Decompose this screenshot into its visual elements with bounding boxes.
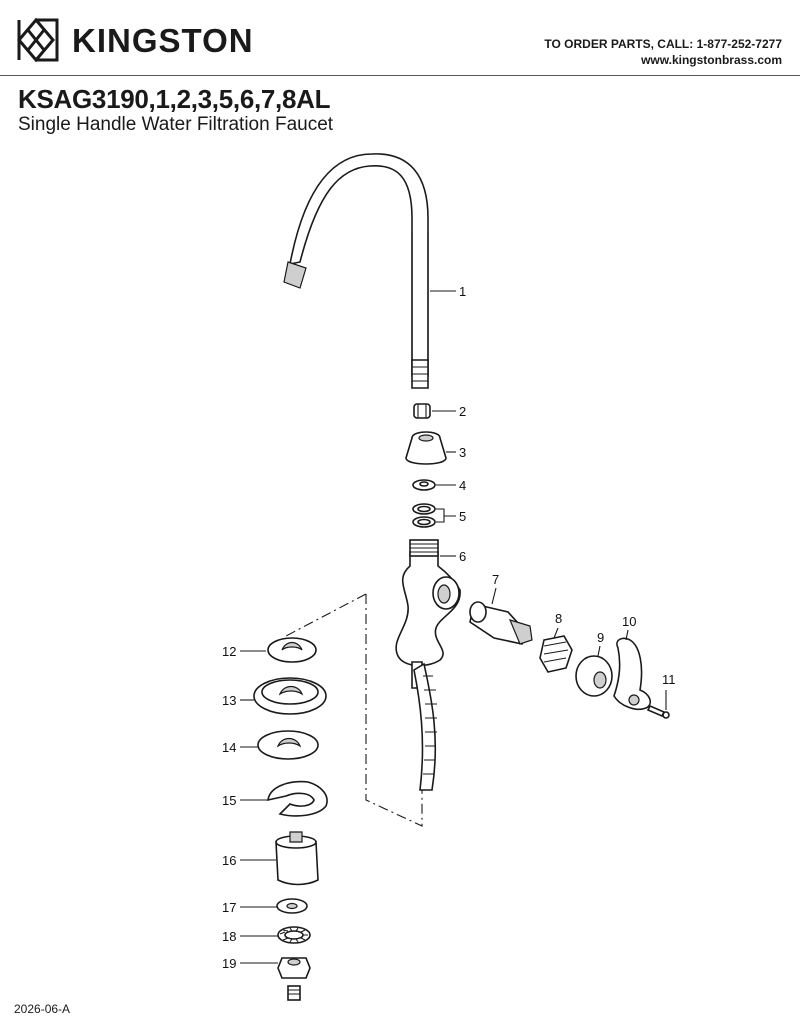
part-4-washer [412,479,436,491]
order-info: TO ORDER PARTS, CALL: 1-877-252-7277 www… [544,36,782,68]
part-3-collar [405,431,447,465]
model-number: KSAG3190,1,2,3,5,6,7,8AL [18,84,331,114]
part-12-gasket [267,637,317,663]
part-2-clip [413,403,431,419]
threaded-stub [287,985,301,1001]
callout-3: 3 [459,445,466,460]
part-16-mounting-sleeve [275,831,319,886]
callout-7: 7 [492,572,499,587]
part-6-body [395,539,461,791]
callout-1: 1 [459,284,466,299]
part-9-cap [575,655,613,697]
part-13-base-plate [253,677,327,715]
callout-4: 4 [459,478,466,493]
callout-16: 16 [222,853,236,868]
document-code: 2026-06-A [14,1002,71,1016]
part-8-bonnet-nut [539,635,573,673]
part-17-flat-washer [276,898,308,914]
part-5-o-rings [412,503,436,528]
order-phone: TO ORDER PARTS, CALL: 1-877-252-7277 [544,37,782,51]
callout-10: 10 [622,614,636,629]
part-1-spout [283,153,429,389]
leader-lines [240,290,667,964]
callout-numbers: 1 2 3 4 5 6 7 8 9 10 11 12 13 14 15 16 1… [222,284,676,971]
part-11-set-screw [646,704,670,719]
callout-12: 12 [222,644,236,659]
callout-6: 6 [459,549,466,564]
kingston-logo-icon [17,17,59,63]
part-14-base-gasket [257,730,319,760]
part-7-cartridge [469,601,533,645]
part-18-lock-washer [277,926,311,944]
part-19-hex-nut [277,957,311,979]
callout-11: 11 [662,672,676,687]
callout-5: 5 [459,509,466,524]
callout-17: 17 [222,900,236,915]
part-10-lever-handle [613,637,652,711]
website-link[interactable]: www.kingstonbrass.com [641,53,782,67]
brand-name: KINGSTON [72,22,254,59]
callout-18: 18 [222,929,236,944]
callout-9: 9 [597,630,604,645]
product-subtitle: Single Handle Water Filtration Faucet [18,114,334,135]
callout-19: 19 [222,956,236,971]
callout-15: 15 [222,793,236,808]
assembly-guide-line [285,593,423,827]
header-divider [0,75,800,76]
callout-14: 14 [222,740,236,755]
callout-8: 8 [555,611,562,626]
callout-13: 13 [222,693,236,708]
part-15-horseshoe-washer [267,780,328,817]
callout-2: 2 [459,404,466,419]
